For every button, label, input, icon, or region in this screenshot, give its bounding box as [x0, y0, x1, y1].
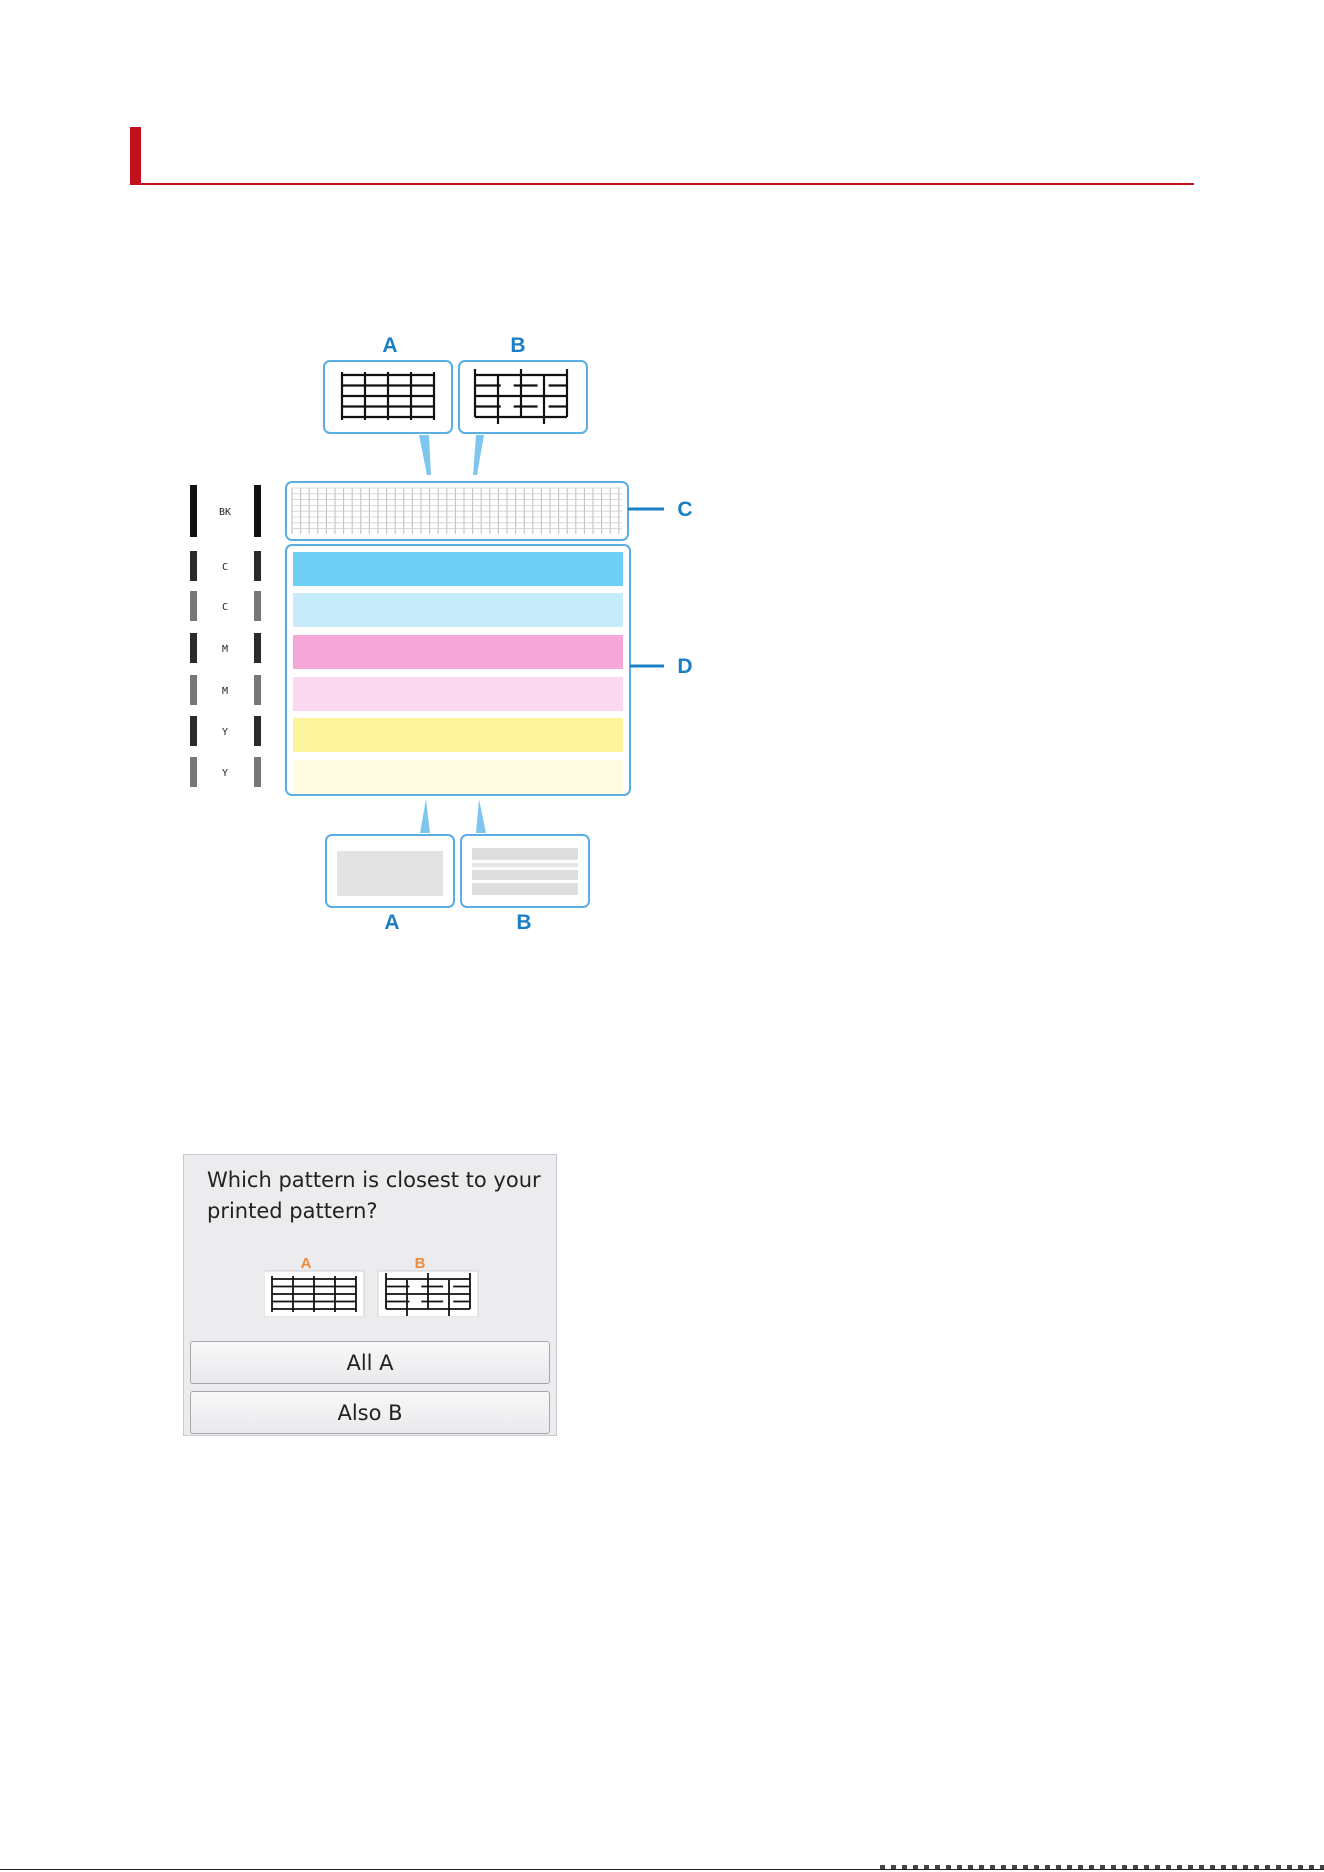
- ink-bar-left: [190, 633, 197, 663]
- ink-bar-right: [254, 485, 261, 537]
- ink-bar-left: [190, 591, 197, 621]
- ink-bar-left: [190, 551, 197, 581]
- ink-label: M: [222, 644, 228, 655]
- callout-label-top-a: A: [382, 334, 397, 357]
- ink-label: C: [222, 562, 228, 573]
- band-light-yellow: [293, 760, 623, 794]
- callout-label-top-b: B: [510, 334, 525, 357]
- ink-bar-right: [254, 675, 261, 705]
- also-b-button[interactable]: Also B: [190, 1391, 550, 1434]
- heading-accent-bar: [130, 127, 141, 184]
- pointer-bottom-b: [476, 799, 486, 833]
- band-light-magenta: [293, 677, 623, 711]
- ink-bar-right: [254, 591, 261, 621]
- ink-label: BK: [219, 507, 231, 518]
- streaked-sample-icon: [472, 848, 578, 895]
- band-magenta: [293, 635, 623, 669]
- band-light-cyan: [293, 593, 623, 627]
- ink-bar-right: [254, 551, 261, 581]
- pointer-top-b: [473, 435, 484, 475]
- pointer-top-a: [419, 435, 431, 475]
- lcd-pattern-label-a: A: [301, 1257, 312, 1272]
- lcd-question-text: Which pattern is closest to your printed…: [207, 1165, 547, 1227]
- callout-label-bottom-b: B: [516, 911, 531, 934]
- ink-bar-right: [254, 757, 261, 787]
- nozzle-check-pattern-figure: A B C D BK C C M M Y Y A B: [170, 325, 710, 940]
- heading-rule: [130, 183, 1194, 185]
- all-a-button[interactable]: All A: [190, 1341, 550, 1384]
- callout-label-d: D: [677, 655, 692, 678]
- ink-label: M: [222, 686, 228, 697]
- callout-label-bottom-a: A: [384, 911, 399, 934]
- ink-bar-right: [254, 716, 261, 746]
- ink-label-column: BK C C M M Y Y: [190, 485, 261, 787]
- callout-label-c: C: [677, 498, 692, 521]
- page-bottom-edge-marks: [0, 1863, 1324, 1872]
- ink-label: Y: [222, 727, 228, 738]
- lcd-pattern-choices: A B: [264, 1257, 484, 1317]
- ink-bar-left: [190, 716, 197, 746]
- band-yellow: [293, 718, 623, 752]
- solid-sample-icon: [337, 851, 443, 896]
- ink-label: C: [222, 602, 228, 613]
- lcd-broken-pattern-icon: [386, 1273, 470, 1316]
- ink-label: Y: [222, 768, 228, 779]
- ink-bar-left: [190, 675, 197, 705]
- printer-lcd-screen: Which pattern is closest to your printed…: [183, 1154, 557, 1436]
- band-cyan: [293, 552, 623, 586]
- pointer-bottom-a: [420, 799, 430, 833]
- ink-bar-right: [254, 633, 261, 663]
- ink-bar-left: [190, 757, 197, 787]
- ink-bar-left: [190, 485, 197, 537]
- lcd-pattern-label-b: B: [415, 1257, 426, 1272]
